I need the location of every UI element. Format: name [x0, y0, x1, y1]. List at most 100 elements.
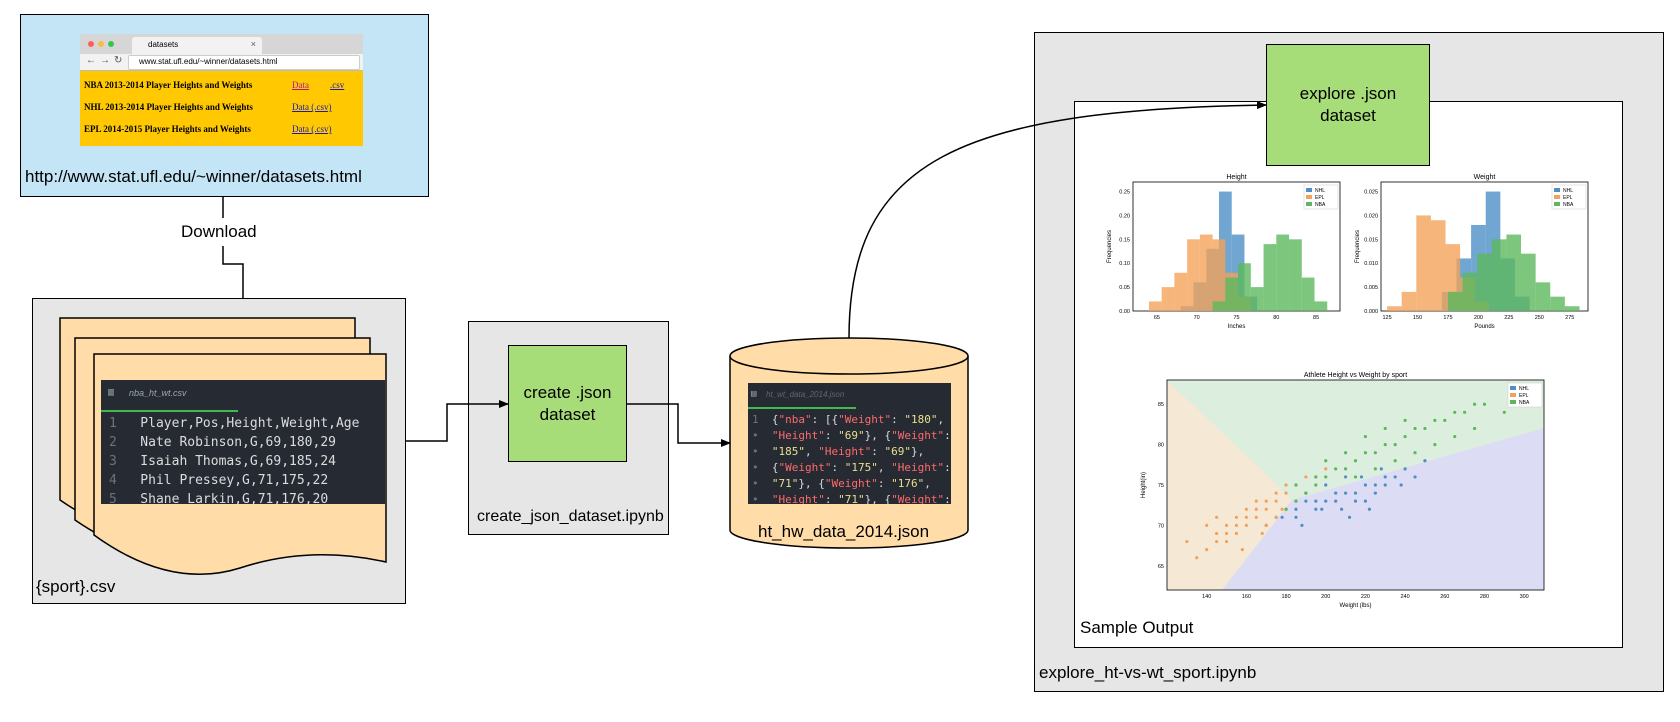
browser-address-bar: ← → ↻ www.stat.ufl.edu/~winner/datasets.… — [80, 54, 363, 71]
histogram-bar-nba — [1314, 301, 1328, 311]
histogram-bar-nba — [1212, 301, 1226, 311]
x-tick-label: 175 — [1443, 315, 1452, 321]
x-tick-label: 260 — [1440, 594, 1449, 600]
browser-tab-bar: datasets × — [80, 34, 363, 54]
scatter-point-epl — [1304, 475, 1308, 479]
scatter-point-nhl — [1399, 483, 1403, 487]
browser-row-link[interactable]: .csv — [330, 80, 345, 90]
scatter-point-epl — [1260, 531, 1264, 536]
scatter-point-nba — [1334, 467, 1338, 471]
scatter-point-nba — [1294, 483, 1298, 487]
scatter-point-nba — [1353, 475, 1358, 479]
json-code-panel: ▤ ht_wt_data_2014.json 1 {"nba": [{"Weig… — [748, 383, 951, 504]
scatter-point-nba — [1453, 410, 1457, 414]
json-line: • {"Weight": "175", "Height": — [752, 461, 951, 474]
legend-label: NBA — [1315, 202, 1326, 208]
csv-code-panel: ▥ nba_ht_wt.csv 1 Player,Pos,Height,Weig… — [101, 380, 385, 504]
y-tick-label: 65 — [1158, 564, 1164, 570]
y-tick-label: 0.15 — [1119, 237, 1130, 243]
scatter-point-epl — [1215, 531, 1219, 536]
scatter-point-nhl — [1423, 459, 1427, 463]
histogram-bar-nba — [1491, 239, 1507, 311]
json-line: • "Height": "71"}, {"Weight": — [752, 493, 951, 504]
browser-row-link[interactable]: Data — [292, 80, 309, 90]
scatter-point-epl — [1280, 507, 1284, 511]
y-tick-label: 75 — [1158, 483, 1164, 489]
scatter-point-nhl — [1353, 491, 1358, 495]
scatter-point-nba — [1373, 467, 1377, 471]
x-tick-label: 70 — [1194, 315, 1200, 321]
scatter-point-nhl — [1403, 467, 1407, 471]
browser-row-link[interactable]: Data (.csv) — [292, 102, 332, 112]
scatter-point-nba — [1453, 434, 1457, 439]
chart-xlabel: Pounds — [1474, 324, 1494, 330]
csv-line: 1 Player,Pos,Height,Weight,Age — [109, 416, 360, 431]
y-tick-label: 0.25 — [1119, 190, 1130, 196]
legend-label: NHL — [1315, 188, 1325, 194]
scatter-point-nba — [1373, 451, 1377, 455]
legend-swatch — [1554, 202, 1560, 206]
histogram-bar-nba — [1535, 282, 1551, 311]
scatter-point-epl — [1195, 556, 1199, 560]
browser-row-title: EPL 2014-2015 Player Heights and Weights — [84, 124, 251, 134]
histogram-bar-nba — [1550, 296, 1565, 311]
histogram-bar-nba — [1276, 234, 1290, 311]
scatter-point-nhl — [1334, 499, 1338, 503]
json-tab-underline — [748, 407, 856, 409]
y-tick-label: 80 — [1158, 443, 1164, 449]
y-tick-label: 0.015 — [1364, 237, 1378, 243]
scatter-point-nba — [1463, 410, 1467, 414]
chart-title: Weight — [1474, 174, 1496, 181]
scatter-point-nba — [1433, 443, 1437, 447]
scatter-point-nba — [1383, 426, 1387, 431]
scatter-point-epl — [1224, 539, 1229, 544]
explore-json-step: explore .json dataset — [1266, 44, 1430, 166]
histogram-bar-epl — [1416, 215, 1431, 311]
x-tick-label: 65 — [1154, 315, 1160, 321]
region-epl — [1167, 380, 1292, 590]
histogram-bar-nba — [1462, 272, 1478, 311]
legend-label: NHL — [1519, 386, 1529, 392]
histogram-bar-nba — [1447, 291, 1463, 311]
histogram-bar-nba — [1289, 239, 1302, 311]
scatter-point-nhl — [1367, 507, 1371, 511]
scatter-point-nhl — [1363, 483, 1368, 487]
create-json-label: create .json dataset — [523, 382, 612, 424]
scatter-point-nhl — [1363, 499, 1368, 503]
scatter-point-epl — [1234, 531, 1239, 536]
connector-source-to-csv — [222, 197, 244, 298]
scatter-point-epl — [1234, 515, 1239, 519]
csv-line: 3 Isaiah Thomas,G,69,185,24 — [109, 454, 336, 469]
histogram-bar-nba — [1238, 263, 1251, 311]
scatter-point-epl — [1274, 515, 1278, 519]
y-tick-label: 0.10 — [1119, 261, 1130, 267]
scatter-point-nhl — [1413, 475, 1417, 479]
scatter-point-nba — [1413, 426, 1417, 431]
scatter-point-nba — [1314, 475, 1318, 479]
scatter-point-nba — [1363, 451, 1368, 455]
scatter-point-epl — [1284, 491, 1288, 495]
json-file-tab: ht_wt_data_2014.json — [766, 390, 845, 399]
scatter-point-nhl — [1324, 499, 1328, 503]
histogram-bar-epl — [1187, 239, 1200, 311]
legend-swatch — [1306, 202, 1312, 206]
scatter-point-epl — [1264, 507, 1268, 511]
scatter-point-nhl — [1359, 475, 1364, 479]
x-tick-label: 275 — [1565, 315, 1574, 321]
x-tick-label: 125 — [1382, 315, 1391, 321]
browser-row-link[interactable]: Data (.csv) — [292, 124, 332, 134]
scatter-point-epl — [1274, 491, 1278, 495]
scatter-point-nhl — [1280, 515, 1284, 519]
y-tick-label: 0.005 — [1364, 285, 1378, 291]
scatter-point-epl — [1254, 515, 1258, 519]
csv-label: {sport}.csv — [36, 577, 116, 596]
csv-line: 2 Nate Robinson,G,69,180,29 — [109, 435, 336, 450]
scatter-point-epl — [1254, 507, 1258, 511]
chart-xlabel: Inches — [1228, 324, 1246, 330]
scatter-point-epl — [1215, 515, 1219, 519]
scatter-point-epl — [1274, 499, 1278, 503]
chart-ylabel: Frequencies — [1107, 230, 1113, 263]
chart-title: Athlete Height vs Weight by sport — [1304, 372, 1407, 379]
scatter-point-epl — [1244, 507, 1248, 511]
